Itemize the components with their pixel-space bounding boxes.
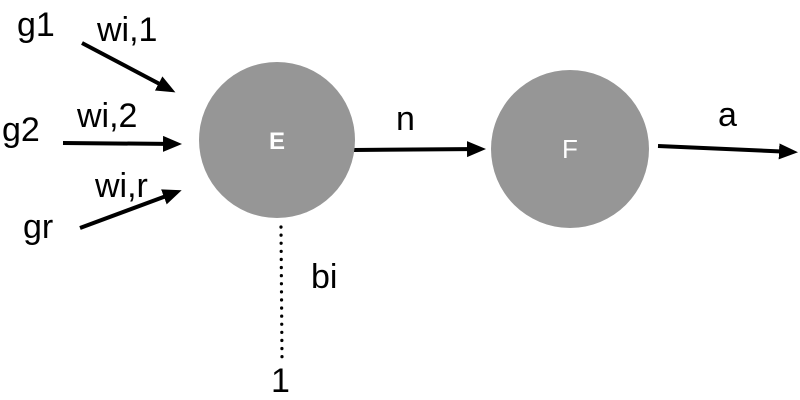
bias-constant-label: 1	[271, 362, 290, 400]
weight-label-1: wi,1	[96, 11, 157, 49]
weight-label-r: wi,r	[94, 167, 148, 205]
output-arrow	[657, 143, 798, 160]
output-signal-label: a	[718, 96, 737, 134]
input-arrow-1	[81, 41, 176, 93]
input-arrow-3	[79, 189, 182, 230]
activation-node-circle	[491, 70, 649, 228]
sum-node-label: E	[269, 128, 285, 155]
input-label-gr: gr	[23, 208, 53, 246]
net-signal-arrow	[352, 141, 486, 158]
bias-dotted-line	[279, 225, 284, 359]
activation-node-label: F	[562, 134, 578, 164]
weight-label-2: wi,2	[76, 97, 137, 135]
input-label-g1: g1	[17, 6, 55, 44]
input-label-g2: g2	[2, 111, 40, 149]
net-signal-label: n	[396, 100, 415, 138]
bias-label: bi	[311, 258, 337, 296]
input-arrow-2	[62, 135, 182, 152]
sum-node-circle	[199, 62, 355, 218]
